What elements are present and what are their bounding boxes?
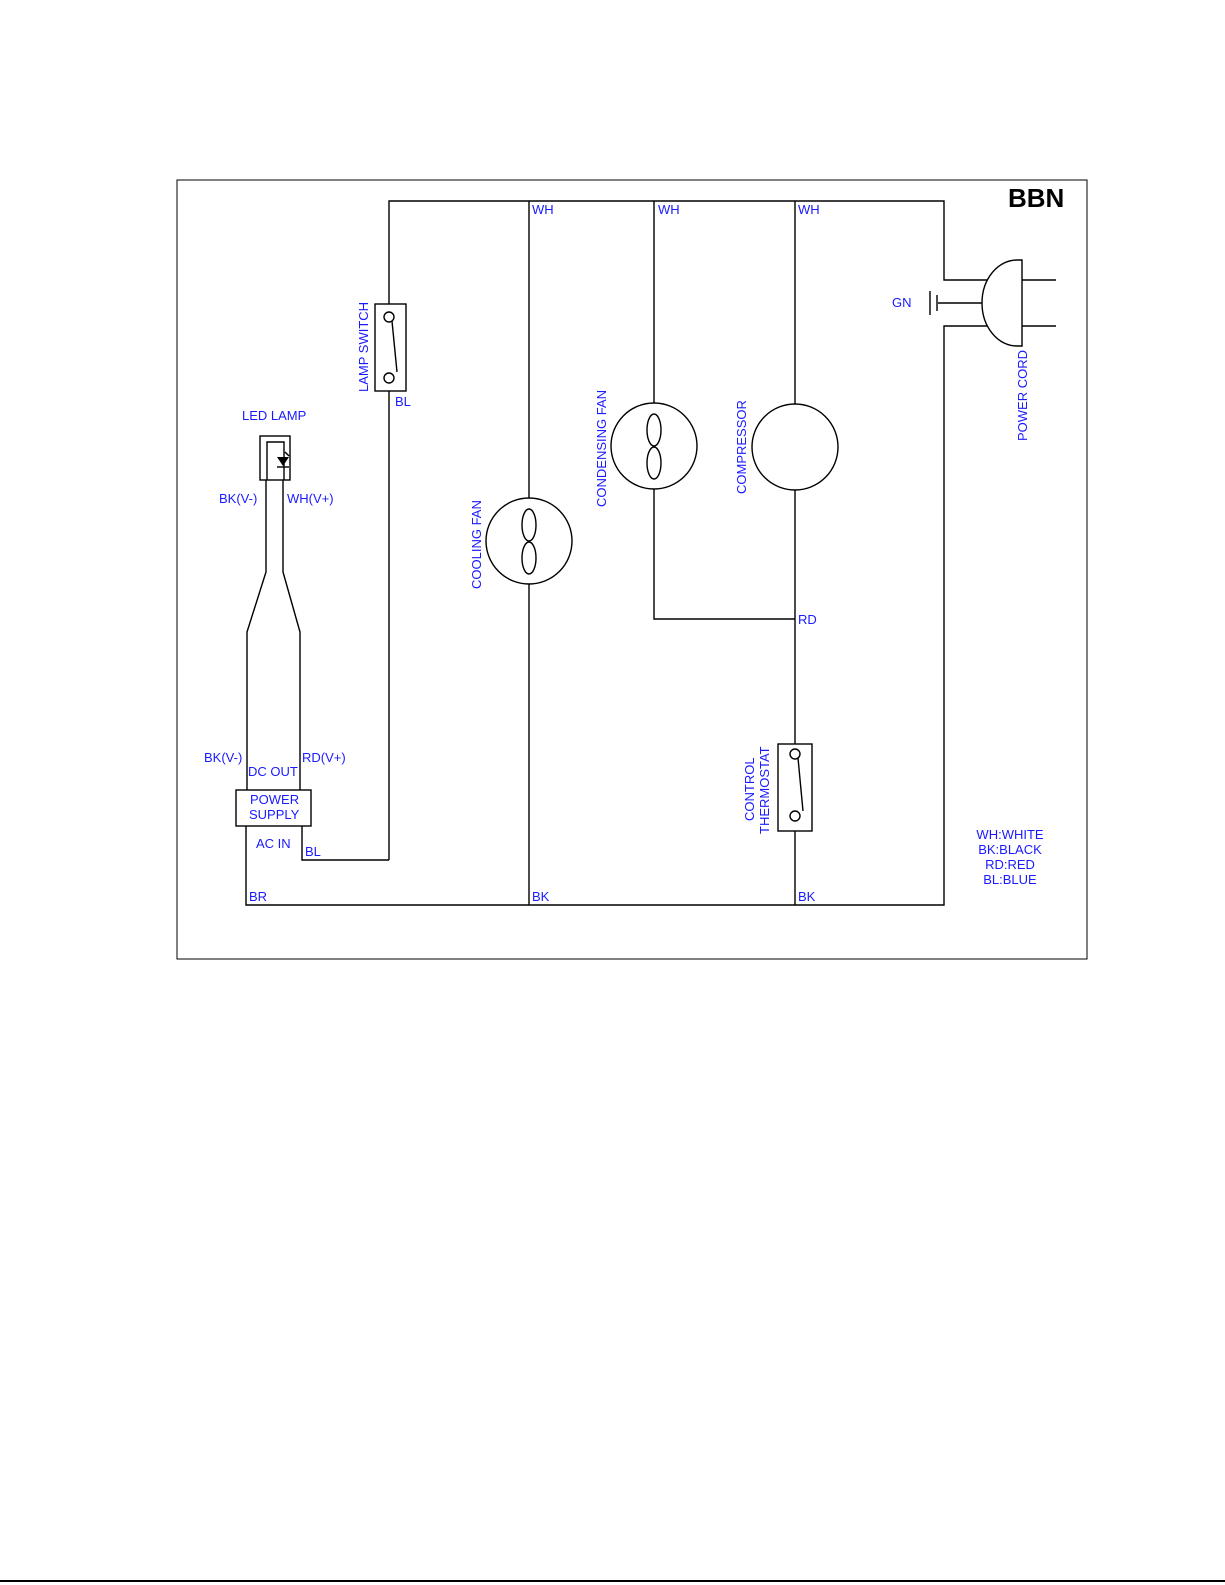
power-cord-label: POWER CORD [1015,350,1030,441]
thermostat-contact-bottom [790,811,800,821]
wire-label-bk-led: BK(V-) [219,491,257,506]
wire-led-wh [283,480,300,790]
diagram-title: BBN [1008,183,1064,213]
wire-bottom-bus [246,326,988,905]
wire-label-bl-switch: BL [395,394,411,409]
compressor-label: COMPRESSOR [734,400,749,494]
wire-label-bk-ps: BK(V-) [204,750,242,765]
thermostat-label-line1: CONTROL [742,757,757,821]
wire-label-wh-compressor: WH [798,202,820,217]
lamp-switch-label: LAMP SWITCH [356,302,371,392]
ac-in-label: AC IN [256,836,291,851]
wire-label-bk-right: BK [798,889,816,904]
thermostat-label-line2: THERMOSTAT [757,746,772,834]
wire-label-br: BR [249,889,267,904]
wire-label-rd-junction: RD [798,612,817,627]
condensing-fan-blade-top [647,414,661,446]
condensing-fan-label: CONDENSING FAN [594,390,609,507]
legend-item-blue: BL:BLUE [983,872,1037,887]
page-bottom-rule [0,1580,1225,1582]
legend-item-black: BK:BLACK [978,842,1042,857]
lamp-switch-contact-top [384,312,394,322]
wire-top-bus [389,201,988,304]
led-lamp-label: LED LAMP [242,408,306,423]
wire-label-bk-mid: BK [532,889,550,904]
legend-item-red: RD:RED [985,857,1035,872]
cooling-fan-blade-bottom [522,542,536,574]
power-supply-label-line2: SUPPLY [249,807,300,822]
wire-label-wh-condensing: WH [658,202,680,217]
wire-label-wh-cooling: WH [532,202,554,217]
thermostat-contact-top [790,749,800,759]
lamp-switch-contact-bottom [384,373,394,383]
wire-label-bl-ps: BL [305,844,321,859]
cooling-fan-label: COOLING FAN [469,500,484,589]
power-supply-label-line1: POWER [250,792,299,807]
wire-label-wh-led: WH(V+) [287,491,334,506]
wire-label-rd-ps: RD(V+) [302,750,346,765]
legend-item-white: WH:WHITE [976,827,1043,842]
ground-label: GN [892,295,912,310]
wire-led-bk [247,480,266,790]
diagram-frame [177,180,1087,959]
power-cord-plug [982,260,1022,346]
condensing-fan-blade-bottom [647,447,661,479]
cooling-fan-blade-top [522,509,536,541]
compressor-circle [752,404,838,490]
dc-out-label: DC OUT [248,764,298,779]
